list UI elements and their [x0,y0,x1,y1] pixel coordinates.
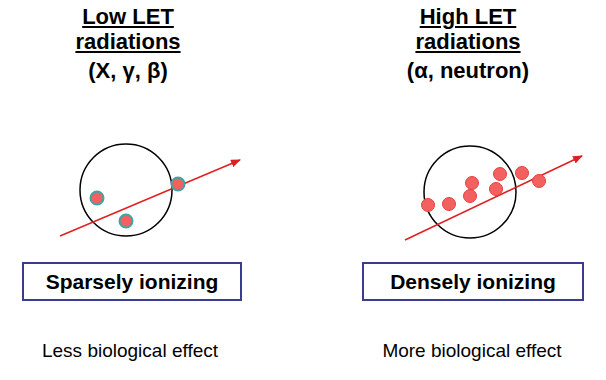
ionization-dots [422,167,546,212]
heading: Low LET radiations [63,4,193,55]
radiation-types: (α, neutron) [368,58,568,83]
heading: High LET radiations [403,4,533,55]
effect-note: Less biological effect [10,340,250,362]
radiation-track [60,160,240,236]
ionization-dots [91,178,185,228]
effect-note: More biological effect [352,340,592,362]
box-text: Densely ionizing [390,270,556,293]
radiation-types: (X, γ, β) [28,58,228,83]
radiation-track [405,156,582,240]
label-box: Sparsely ionizing [22,262,242,301]
label-box: Densely ionizing [362,262,584,301]
box-text: Sparsely ionizing [46,270,219,293]
